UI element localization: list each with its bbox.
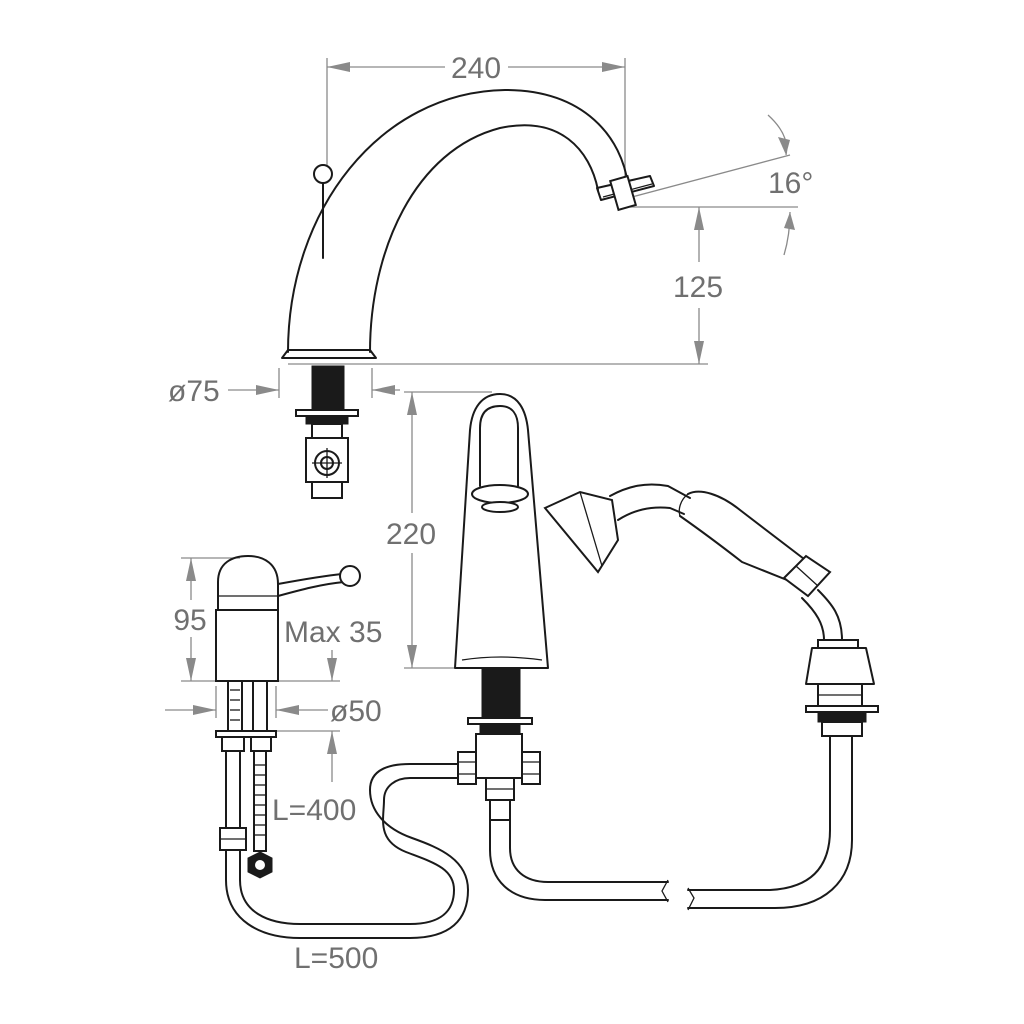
dimension-lines [165,58,798,782]
dimension-labels: 240 16° 125 ø75 220 95 Max 35 ø50 L=400 … [168,52,813,975]
spout-reach-label: 240 [451,52,501,85]
flexible-hose-length-label: L=400 [272,794,356,827]
shower-spout-height-label: 220 [386,518,436,551]
spout-angle-label: 16° [768,167,813,200]
connection-hose-length-label: L=500 [294,942,378,975]
spout-height-label: 125 [673,271,723,304]
shower-spout [454,393,669,903]
bath-spout [281,89,655,499]
lever-body-height-label: 95 [173,604,206,637]
spout-base-diameter-label: ø75 [168,375,220,408]
max-deck-thickness-label: Max 35 [284,616,382,649]
lever-base-diameter-label: ø50 [330,695,382,728]
hand-shower [543,483,879,911]
lever-mixer [215,555,469,939]
